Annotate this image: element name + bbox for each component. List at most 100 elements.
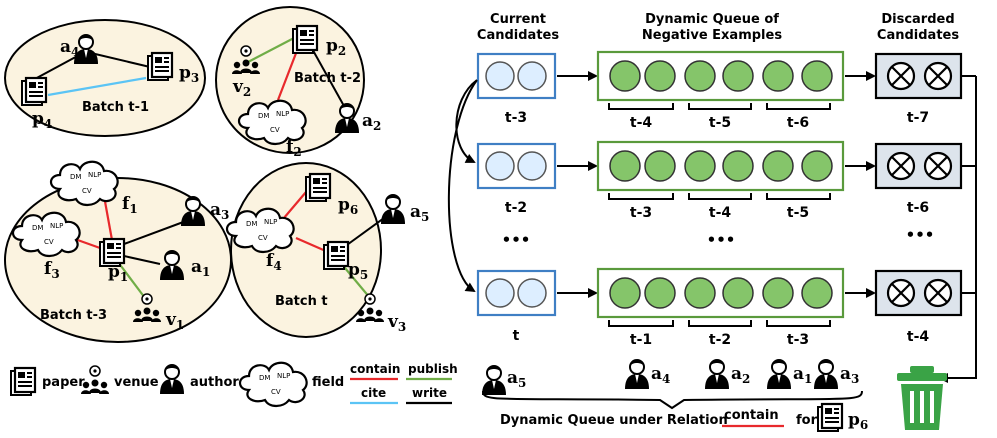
svg-text:a2: a2 [362,111,381,133]
svg-text:NLP: NLP [88,171,101,179]
queue-row-2: t-2 t-3 t-4 t-5 t-6 [476,140,963,221]
queue-headers: Current Candidates Dynamic Queue of Nega… [477,12,959,43]
trash-icon [897,366,947,430]
svg-text:DM: DM [246,220,257,228]
svg-text:t-4: t-4 [630,115,653,131]
svg-text:Dynamic Queue of: Dynamic Queue of [645,12,779,27]
batch-t-3: DM NLP CV DM NLP CV f1 a3 f3 p1 a1 v1 Ba… [4,160,232,343]
svg-text:field: field [312,375,344,390]
svg-text:p5: p5 [348,260,368,282]
svg-text:t-5: t-5 [787,205,809,221]
svg-text:f1: f1 [122,194,138,216]
batch-t-1: a4 p3 p4 Batch t-1 [4,19,206,137]
svg-text:publish: publish [408,362,458,376]
svg-text:t-2: t-2 [709,332,731,348]
svg-text:CV: CV [258,234,268,242]
batch-t-2: DM NLP CV p2 v2 f2 a2 Batch t-2 [215,6,381,159]
authors-row: a5 a4 a2 a1 a3 [481,359,863,410]
legend: paper venue author DM NLP CV field conta… [9,361,458,408]
svg-text:p4: p4 [32,109,52,131]
svg-text:Dynamic Queue under Relation: Dynamic Queue under Relation [500,413,728,428]
paper-icon [322,240,350,271]
svg-text:v2: v2 [232,77,251,99]
svg-text:a1: a1 [793,364,812,386]
svg-text:t-4: t-4 [907,329,930,345]
svg-text:NLP: NLP [50,222,63,230]
svg-text:a2: a2 [731,364,750,386]
svg-text:t-6: t-6 [907,200,929,216]
svg-text:p6: p6 [848,410,868,432]
svg-text:a4: a4 [651,364,670,386]
batch-label: Batch t [275,294,328,309]
svg-text:v3: v3 [387,312,406,334]
svg-text:a3: a3 [840,364,859,386]
svg-text:f4: f4 [266,251,282,273]
svg-text:CV: CV [270,126,280,134]
svg-text:CV: CV [82,187,92,195]
paper-icon [816,402,844,433]
svg-text:DM: DM [258,112,269,120]
author-icon [380,194,406,225]
svg-text:author: author [190,375,239,390]
svg-text:a1: a1 [191,257,210,279]
svg-text:t-4: t-4 [709,205,732,221]
batch-label: Batch t-2 [294,71,361,86]
svg-text:a4: a4 [60,37,79,59]
svg-text:Current: Current [490,12,546,27]
caption: Dynamic Queue under Relation contain for… [500,402,868,433]
svg-text:DM: DM [70,173,81,181]
svg-text:contain: contain [350,362,400,376]
svg-text:a3: a3 [210,200,229,222]
svg-text:f3: f3 [44,259,60,281]
svg-text:t-3: t-3 [505,110,527,126]
svg-text:CV: CV [44,238,54,246]
svg-text:paper: paper [42,375,85,390]
batch-label: Batch t-3 [40,308,107,323]
svg-text:t: t [513,328,520,344]
author-icon [159,364,185,395]
svg-text:t-3: t-3 [630,205,652,221]
queue-row-1: t-3 t-4 t-5 t-6 t-7 [476,50,963,131]
svg-text:p6: p6 [338,195,358,217]
ellipsis: ••• [707,231,736,249]
svg-text:NLP: NLP [264,218,277,226]
paper-icon [20,76,48,107]
svg-text:f2: f2 [286,137,302,159]
svg-text:Discarded: Discarded [881,12,954,27]
svg-text:venue: venue [114,375,159,390]
svg-text:t-3: t-3 [787,332,809,348]
svg-text:p3: p3 [179,63,199,85]
svg-text:write: write [412,386,447,400]
field-cloud-icon: DM NLP CV [238,361,308,408]
svg-text:t-7: t-7 [907,110,929,126]
discard-flow [938,75,977,383]
paper-icon [291,24,319,55]
venue-icon [80,365,110,395]
svg-text:Negative Examples: Negative Examples [642,28,782,43]
svg-text:contain: contain [724,408,779,423]
svg-text:v1: v1 [165,310,184,332]
svg-text:p1: p1 [108,262,128,284]
ellipsis: ••• [502,231,531,249]
queue-row-3: t t-1 t-2 t-3 t-4 [476,267,963,348]
svg-text:Candidates: Candidates [877,28,959,43]
svg-text:DM: DM [259,374,270,382]
paper-icon [304,172,332,203]
ellipsis: ••• [906,226,935,244]
svg-text:a5: a5 [507,368,526,390]
svg-text:t-5: t-5 [709,115,731,131]
transition-arrows [447,79,478,293]
batch-label: Batch t-1 [82,100,149,115]
svg-text:a5: a5 [410,202,429,224]
svg-text:NLP: NLP [277,372,290,380]
svg-text:NLP: NLP [276,110,289,118]
paper-icon [9,366,37,397]
batch-t: DM NLP CV p6 a5 f4 p5 v3 Batch t [225,162,429,338]
svg-text:Candidates: Candidates [477,28,559,43]
svg-text:t-6: t-6 [787,115,809,131]
svg-text:cite: cite [361,386,386,400]
svg-text:t-1: t-1 [630,332,652,348]
svg-text:DM: DM [32,224,43,232]
paper-icon [146,51,174,82]
